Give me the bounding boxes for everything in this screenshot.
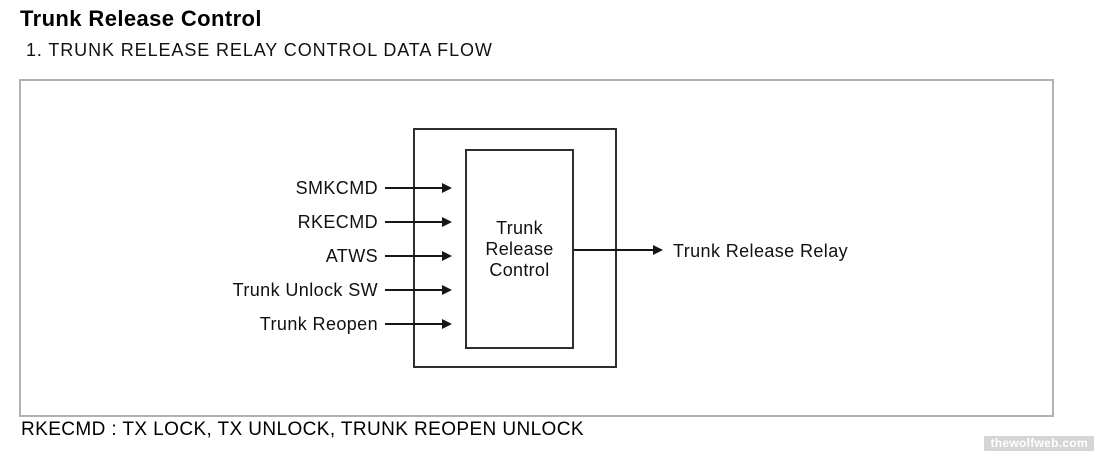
input-signal-label: Trunk Unlock SW bbox=[232, 280, 378, 300]
input-signal-label: SMKCMD bbox=[295, 178, 378, 198]
arrow-right-icon bbox=[385, 319, 452, 329]
input-signal-label: RKECMD bbox=[297, 212, 378, 232]
watermark: thewolfweb.com bbox=[984, 436, 1094, 451]
arrow-right-icon bbox=[385, 285, 452, 295]
section-heading: 1. TRUNK RELEASE RELAY CONTROL DATA FLOW bbox=[26, 40, 493, 60]
output-arrow-right-icon bbox=[574, 245, 663, 255]
block-label-line-2: Release bbox=[485, 238, 554, 259]
arrow-right-icon bbox=[385, 217, 452, 227]
arrow-right-icon bbox=[385, 183, 452, 193]
block-label-line-3: Control bbox=[489, 259, 550, 280]
page-title: Trunk Release Control bbox=[20, 6, 262, 31]
arrow-right-icon bbox=[385, 251, 452, 261]
input-signal-label: ATWS bbox=[325, 246, 378, 266]
output-signal-label: Trunk Release Relay bbox=[673, 241, 849, 261]
footnote: RKECMD : TX LOCK, TX UNLOCK, TRUNK REOPE… bbox=[21, 419, 584, 440]
input-signal-label: Trunk Reopen bbox=[259, 314, 378, 334]
trunk-release-control-block: Trunk Release Control bbox=[465, 149, 574, 349]
block-label: Trunk Release Control bbox=[485, 218, 553, 281]
block-label-line-1: Trunk bbox=[496, 217, 543, 238]
